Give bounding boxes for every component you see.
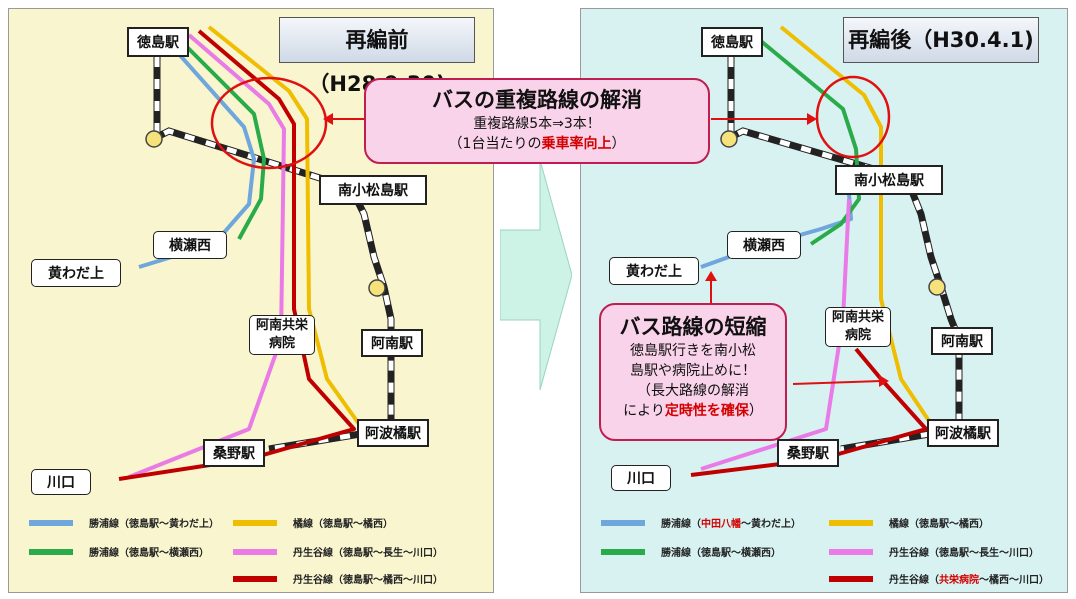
hospital-label-line1: 阿南共栄	[255, 318, 308, 333]
hospital-label-line2: 病院	[268, 336, 295, 351]
stop-kiwadakami: 黄わだ上	[31, 259, 121, 287]
station-kuwano: 桑野駅	[203, 439, 265, 467]
stop-anan-kyoei-hospital: 阿南共栄 病院	[249, 315, 315, 355]
callout-overlap-line2-pre: （1台当たりの	[448, 136, 542, 152]
callout-overlap-line2-post: ）	[611, 136, 626, 152]
callout-shorten-line4-post: ）	[748, 403, 763, 419]
station-anan: 阿南駅	[361, 329, 423, 357]
legend-label: 橘線（徳島駅～橘西）	[889, 519, 989, 530]
station-minamikomatsushima: 南小松島駅	[319, 175, 427, 205]
after-title: 再編後（H30.4.1)	[843, 17, 1039, 63]
legend-text: 丹生谷線（	[889, 575, 939, 586]
legend-label: 勝浦線（徳島駅～横瀬西）	[661, 548, 781, 559]
arrow-to-hospital-route	[792, 380, 882, 385]
after-panel: 再編後（H30.4.1) 徳島駅 南小松島駅 阿南駅 阿波橘駅 桑野駅 横瀬西 …	[580, 8, 1068, 593]
hospital-label-line1: 阿南共栄	[831, 310, 884, 325]
callout-shorten-line3: （長大路線の解消	[637, 383, 749, 399]
station-tokushima: 徳島駅	[127, 27, 189, 57]
legend-swatch	[829, 520, 873, 526]
junction-circle	[720, 130, 738, 148]
stop-kawaguchi: 川口	[611, 465, 671, 491]
legend-label: 勝浦線（中田八幡～黄わだ上）	[661, 515, 801, 530]
route-katsuura-yokosenishi	[177, 37, 266, 240]
stop-yokosenishi: 横瀬西	[727, 231, 801, 259]
callout-shorten-line1: 徳島駅行きを南小松	[630, 343, 756, 359]
legend-swatch	[233, 549, 277, 555]
legend-swatch	[829, 576, 873, 582]
before-title: 再編前（H28.9.30)	[279, 17, 475, 96]
arrowhead	[879, 375, 889, 387]
callout-shorten-heading: バス路線の短縮	[619, 315, 767, 339]
callout-overlap-line2: （1台当たりの乗車率向上）	[366, 134, 708, 154]
route-niudani-nagao	[128, 33, 286, 479]
legend-label: 丹生谷線（徳島駅～橘西～川口）	[293, 575, 443, 586]
legend-swatch	[829, 549, 873, 555]
railway-line	[153, 57, 395, 453]
legend-swatch	[29, 549, 73, 555]
overlap-highlight-circle	[815, 75, 891, 159]
stop-kiwadakami: 黄わだ上	[609, 257, 699, 285]
callout-overlap-line1: 重複路線5本⇒3本！	[473, 116, 601, 132]
arrowhead	[705, 271, 717, 281]
legend-label: 丹生谷線（徳島駅～長生～川口）	[293, 548, 443, 559]
junction-circle	[368, 279, 386, 297]
station-awatachibana: 阿波橘駅	[927, 419, 999, 447]
callout-shorten-line4-pre: により	[623, 403, 665, 419]
callout-overlap-removal: バスの重複路線の解消 重複路線5本⇒3本！ （1台当たりの乗車率向上）	[364, 78, 710, 164]
legend-label: 勝浦線（徳島駅～横瀬西）	[89, 548, 209, 559]
legend-swatch	[233, 576, 277, 582]
legend-swatch	[601, 549, 645, 555]
arrowhead	[807, 113, 817, 125]
stop-yokosenishi: 横瀬西	[153, 231, 227, 259]
legend-text: 勝浦線（	[661, 519, 701, 530]
arrowhead	[323, 113, 333, 125]
legend-text: ～黄わだ上）	[741, 519, 801, 530]
overlap-highlight-circle	[210, 76, 328, 170]
legend-swatch	[233, 520, 277, 526]
legend-text-emphasis: 共栄病院	[939, 575, 979, 586]
legend-text: ～橘西～川口）	[979, 575, 1049, 586]
callout-shorten-line4: により定時性を確保）	[601, 401, 785, 421]
legend-text-emphasis: 中田八幡	[701, 519, 741, 530]
stop-anan-kyoei-hospital: 阿南共栄 病院	[825, 307, 891, 347]
junction-circle	[928, 278, 946, 296]
before-route-map	[118, 25, 395, 481]
transition-arrow	[500, 160, 572, 390]
legend-label: 勝浦線（徳島駅～黄わだ上）	[89, 519, 219, 530]
junction-circle	[145, 130, 163, 148]
station-awatachibana: 阿波橘駅	[357, 419, 429, 447]
legend-label: 橘線（徳島駅～橘西）	[293, 519, 393, 530]
railway-line	[727, 57, 963, 453]
station-anan: 阿南駅	[931, 327, 993, 355]
callout-shorten-line2: 島駅や病院止めに！	[630, 363, 756, 379]
legend-label: 丹生谷線（共栄病院～橘西～川口）	[889, 571, 1049, 586]
route-tachibana	[207, 25, 361, 426]
route-niudani-nagao	[700, 198, 851, 471]
route-tachibana	[779, 25, 933, 426]
legend-swatch	[29, 520, 73, 526]
callout-shorten-line4-emphasis: 定時性を確保	[664, 403, 749, 419]
callout-overlap-line2-emphasis: 乗車率向上	[541, 136, 612, 152]
callout-overlap-heading: バスの重複路線の解消	[432, 88, 642, 112]
hospital-label-line2: 病院	[844, 328, 871, 343]
station-minamikomatsushima: 南小松島駅	[835, 165, 943, 195]
legend-swatch	[601, 520, 645, 526]
legend-label: 丹生谷線（徳島駅～長生～川口）	[889, 548, 1039, 559]
stop-kawaguchi: 川口	[31, 469, 91, 495]
callout-route-shortening: バス路線の短縮 徳島駅行きを南小松 島駅や病院止めに！ （長大路線の解消 により…	[599, 303, 787, 441]
station-kuwano: 桑野駅	[777, 439, 839, 467]
station-tokushima: 徳島駅	[701, 27, 763, 57]
